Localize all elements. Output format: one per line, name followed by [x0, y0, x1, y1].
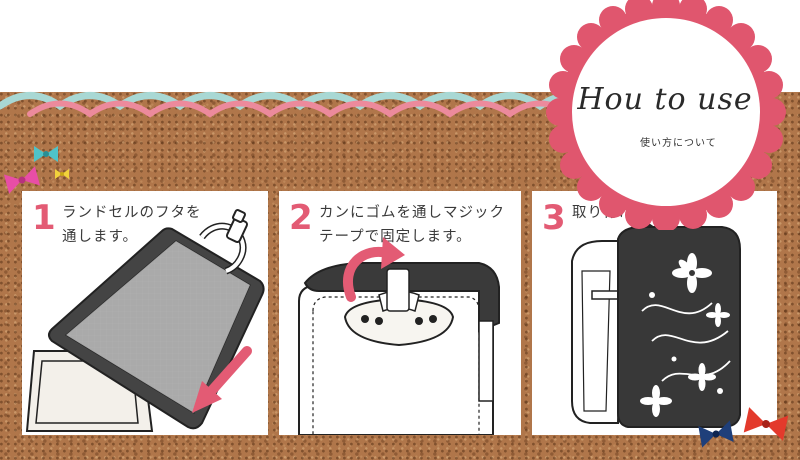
finished-bag-illustration — [571, 222, 741, 428]
bow-cluster-right-icon — [698, 407, 789, 448]
step-text-2-line-2: テープで固定します。 — [319, 229, 472, 245]
step-number-1: 1 — [32, 198, 56, 238]
curved-arrow-icon — [343, 237, 405, 302]
step-number-3: 3 — [542, 198, 566, 238]
title-badge — [546, 0, 786, 230]
step-panel-1: 1 ランドセルのフタを 通します。 — [22, 191, 268, 435]
step-text-1-line-1: ランドセルのフタを — [62, 205, 202, 221]
step-panel-3: 3 取り付け完了！ — [532, 191, 777, 435]
down-left-arrow-icon — [192, 346, 252, 413]
bow-cluster-left-icon — [3, 146, 69, 194]
open-flap-bag-illustration — [25, 209, 265, 432]
step-text-2: カンにゴムを通しマジック テープで固定します。 — [319, 201, 505, 249]
step-text-1-line-2: 通します。 — [62, 229, 139, 245]
step-panel-2: 2 カンにゴムを通しマジック テープで固定します。 — [279, 191, 521, 435]
flower-decoration-icon — [640, 253, 731, 417]
step-number-2: 2 — [289, 198, 313, 238]
step-text-2-line-1: カンにゴムを通しマジック — [319, 205, 505, 221]
title-english: Hou to use — [577, 82, 753, 117]
step-text-1: ランドセルのフタを 通します。 — [62, 201, 202, 249]
strap-fasten-illustration — [298, 237, 500, 435]
scallop-garland — [0, 92, 604, 118]
title-japanese: 使い方について — [640, 138, 717, 149]
